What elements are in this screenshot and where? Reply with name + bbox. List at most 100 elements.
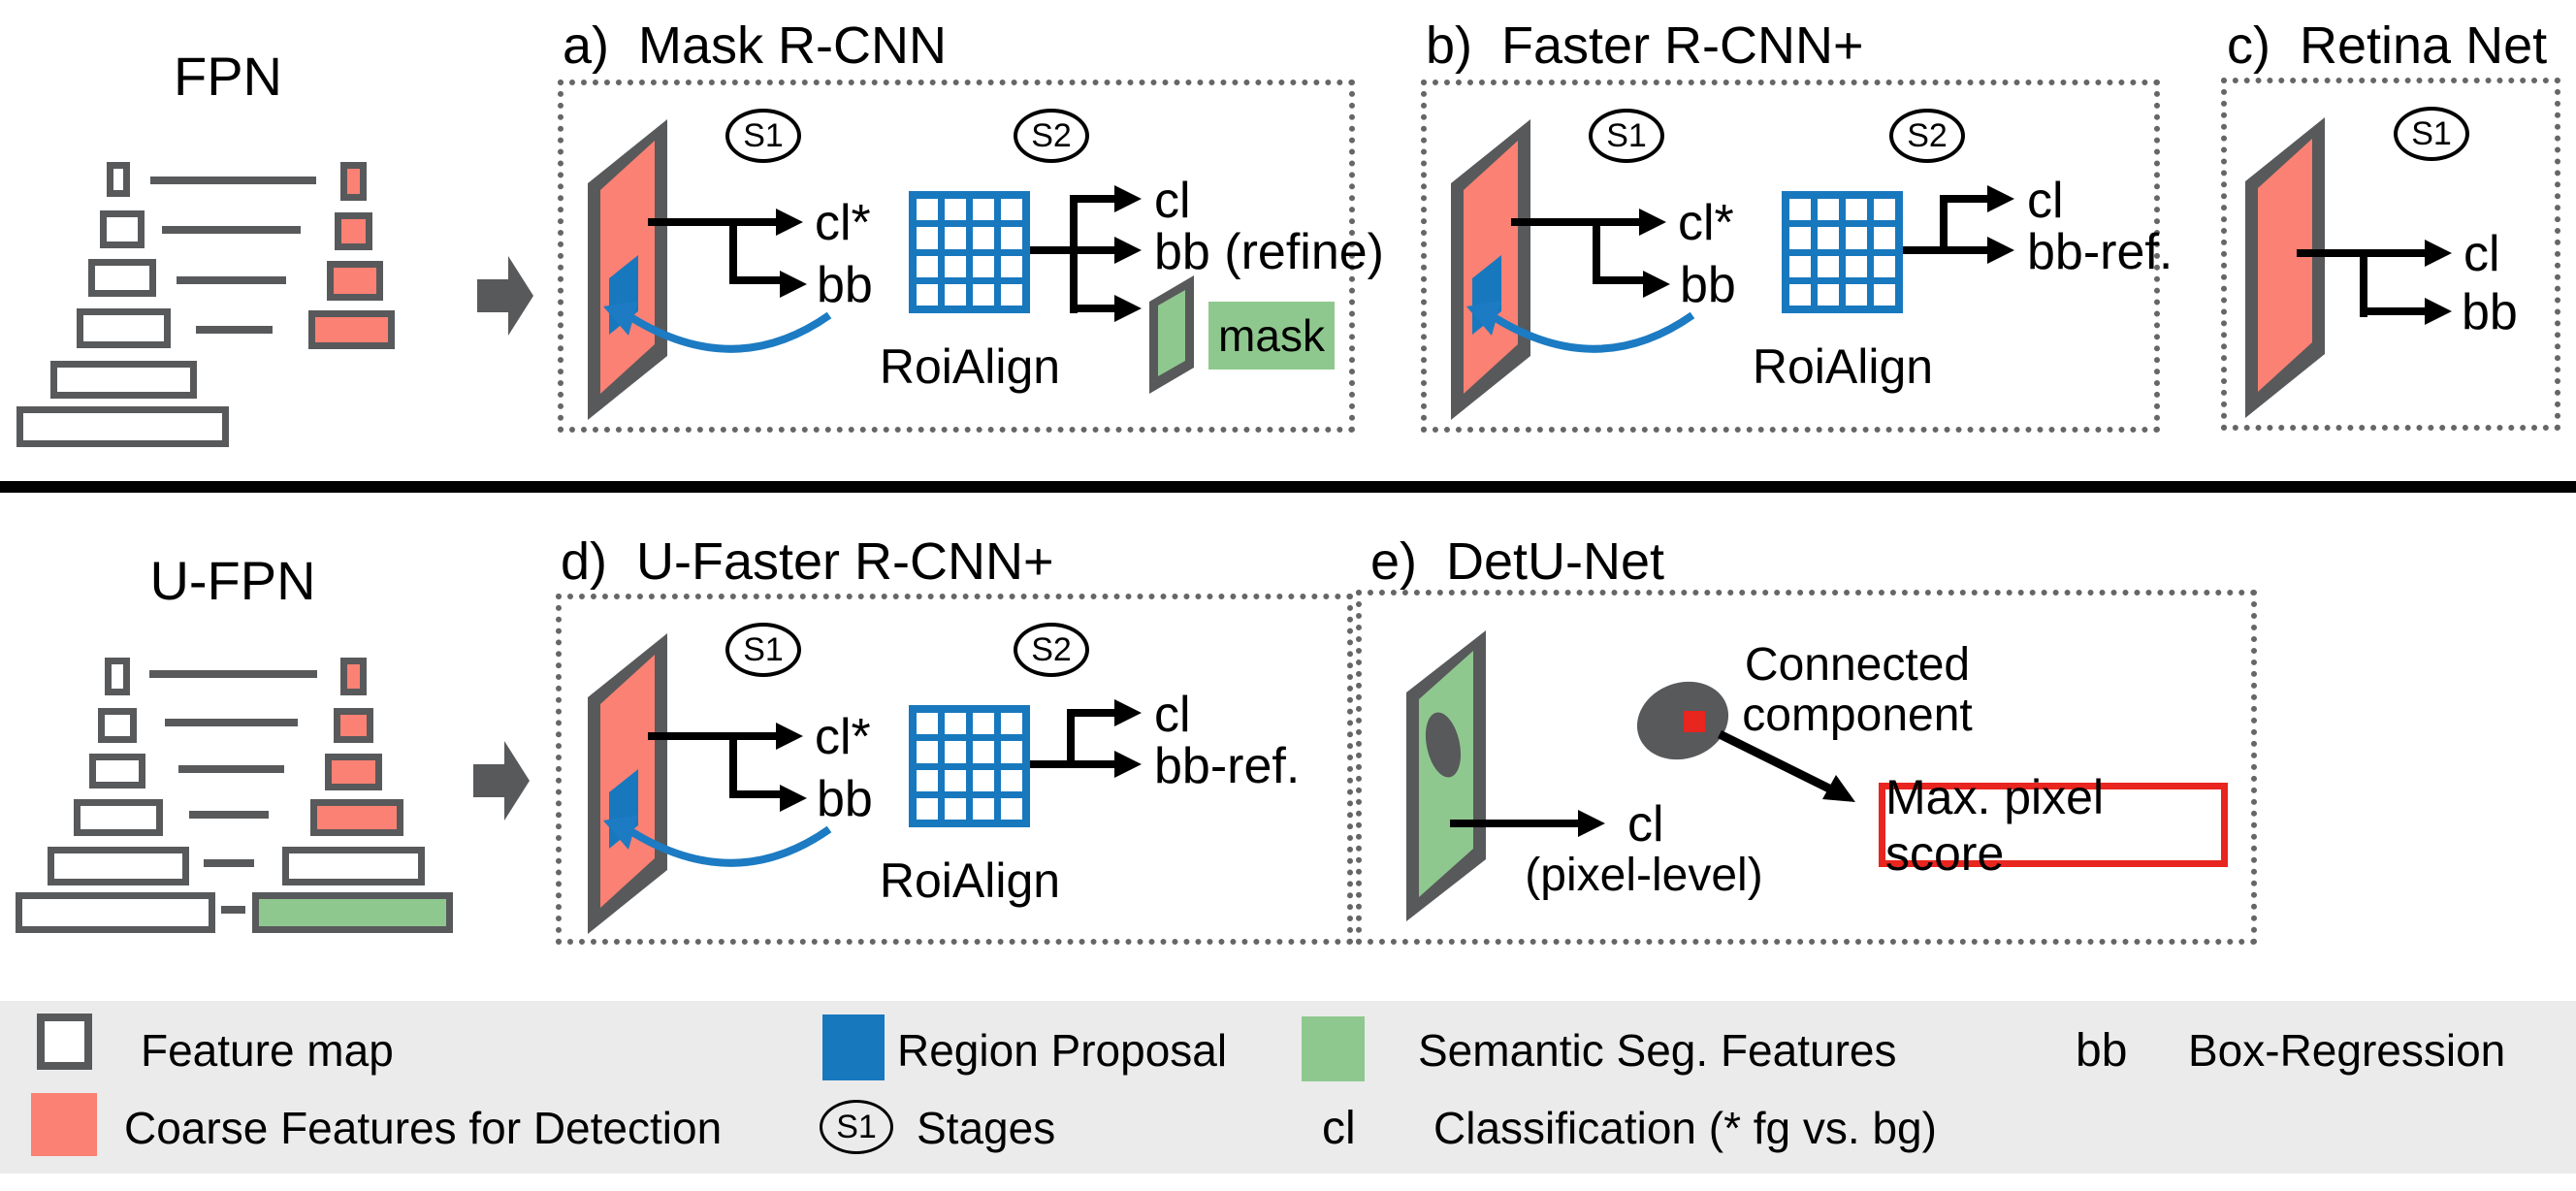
- arrow-line: [1030, 246, 1074, 254]
- feature-map-box: [74, 799, 163, 836]
- feature-map-box: [77, 308, 171, 348]
- arrow-line: [1070, 195, 1078, 313]
- arrow-line: [1067, 709, 1075, 764]
- connected-component-graphic: [1636, 681, 1729, 760]
- legend-bb-desc: Box-Regression: [2188, 1025, 2506, 1076]
- bb-ref-label: bb-ref.: [2027, 224, 2174, 280]
- stage-badge-s2: S2: [1014, 109, 1089, 163]
- arrowhead-icon: [2425, 298, 2452, 325]
- feature-map-box: [105, 658, 130, 695]
- coarse-feature-box: [308, 310, 395, 349]
- legend-semantic-seg: Semantic Seg. Features: [1418, 1025, 1897, 1076]
- arrow-line: [1030, 760, 1114, 768]
- arrowhead-icon: [1114, 751, 1142, 778]
- max-score-arrow-icon: [1718, 729, 1855, 802]
- lateral-connection-line: [150, 177, 316, 184]
- fpn-title: FPN: [174, 46, 282, 107]
- region-feedback-curve-icon: [603, 815, 832, 867]
- stage-badge-legend: S1: [820, 1100, 893, 1154]
- roialign-label: RoiAlign: [1752, 339, 1934, 394]
- arrowhead-icon: [780, 271, 807, 298]
- roialign-label: RoiAlign: [879, 339, 1061, 394]
- panel-e-name: DetU-Net: [1446, 532, 1665, 591]
- stage-badge-s1: S1: [1589, 109, 1664, 163]
- cl-label: cl: [2463, 226, 2500, 282]
- feature-map-box: [16, 892, 215, 933]
- panel-a-name: Mask R-CNN: [638, 16, 948, 75]
- cl-label: cl: [1154, 687, 1191, 743]
- bb-label: bb: [817, 771, 873, 827]
- arrowhead-icon: [780, 785, 807, 812]
- arrow-line: [1903, 246, 1987, 254]
- arrowhead-icon: [1643, 271, 1670, 298]
- roialign-grid: [909, 705, 1030, 827]
- panel-d-tag: d): [561, 532, 608, 591]
- coarse-feature-box: [325, 754, 382, 790]
- cl-label: cl: [1154, 173, 1191, 229]
- legend-cl-abbr: cl: [1322, 1103, 1356, 1154]
- coarse-feature-box: [340, 162, 367, 201]
- coarse-feature-box: [340, 658, 367, 695]
- legend-bb-abbr: bb: [2076, 1025, 2128, 1077]
- arrowhead-icon: [776, 209, 803, 236]
- arrowhead-icon: [1987, 237, 2014, 264]
- arrow-line: [1940, 195, 1987, 203]
- arrow-line: [1450, 820, 1578, 827]
- panel-a-tag: a): [563, 16, 610, 75]
- bb-label: bb: [1680, 257, 1736, 313]
- lateral-connection-line: [196, 326, 273, 334]
- stage-badge-s1: S1: [725, 109, 801, 163]
- arrowhead-icon: [2425, 240, 2452, 267]
- arrowhead-icon: [1114, 699, 1142, 726]
- panel-b-name: Faster R-CNN+: [1501, 16, 1864, 75]
- lateral-connection-line: [177, 276, 286, 284]
- bb-ref-label: bb-ref.: [1154, 738, 1301, 794]
- legend-region-proposal: Region Proposal: [897, 1025, 1228, 1076]
- arrow-line: [648, 732, 776, 740]
- arrow-line: [1940, 195, 1948, 250]
- arrow-line: [1511, 218, 1639, 226]
- lateral-connection-line: [221, 906, 245, 914]
- panel-a-box: [558, 80, 1355, 433]
- semantic-seg-box: [252, 892, 453, 933]
- arrow-line: [729, 276, 780, 284]
- arrow-line: [729, 790, 780, 798]
- stage-badge-s2: S2: [1889, 109, 1965, 163]
- block-arrow-icon: [477, 256, 533, 336]
- cl-star-label: cl*: [1678, 195, 1734, 251]
- feature-map-box: [50, 361, 197, 399]
- feature-map-box: [107, 162, 130, 197]
- feature-map-graphic: [1451, 119, 1530, 420]
- panel-e-tag: e): [1370, 532, 1418, 591]
- panel-b-title: b) Faster R-CNN+: [1426, 16, 1864, 76]
- bb-refine-label: bb (refine): [1154, 224, 1384, 280]
- mask-map-graphic: [1149, 275, 1194, 394]
- roialign-label: RoiAlign: [879, 853, 1061, 908]
- connected-component-label: Connected component: [1742, 639, 1973, 741]
- legend-stages: Stages: [917, 1103, 1056, 1153]
- arrow-line: [729, 732, 737, 798]
- region-proposal-swatch: [822, 1014, 885, 1080]
- roialign-grid: [1782, 191, 1903, 313]
- arrow-line: [1593, 218, 1600, 284]
- panel-c-name: Retina Net: [2299, 16, 2548, 75]
- lateral-connection-line: [178, 765, 284, 773]
- panel-d-title: d) U-Faster R-CNN+: [561, 531, 1054, 592]
- arrowhead-icon: [1578, 810, 1605, 837]
- arrow-line: [729, 218, 737, 284]
- panel-a-title: a) Mask R-CNN: [563, 16, 947, 76]
- max-pixel-score-box: Max. pixel score: [1879, 770, 2228, 881]
- arrow-line: [648, 218, 776, 226]
- legend-bar: Feature map Coarse Features for Detectio…: [0, 1001, 2576, 1174]
- panel-b-box: [1421, 80, 2160, 433]
- arrowhead-icon: [1114, 185, 1142, 212]
- panel-c-box: [2221, 78, 2560, 431]
- lateral-connection-line: [162, 226, 301, 234]
- panel-d-box: [556, 594, 1353, 945]
- coarse-feature-box: [335, 212, 372, 250]
- segmentation-map-graphic: [1406, 630, 1486, 921]
- feature-map-box: [100, 210, 145, 248]
- block-arrow-icon: [473, 741, 530, 821]
- arrowhead-icon: [1639, 209, 1666, 236]
- mask-label: mask: [1208, 302, 1335, 370]
